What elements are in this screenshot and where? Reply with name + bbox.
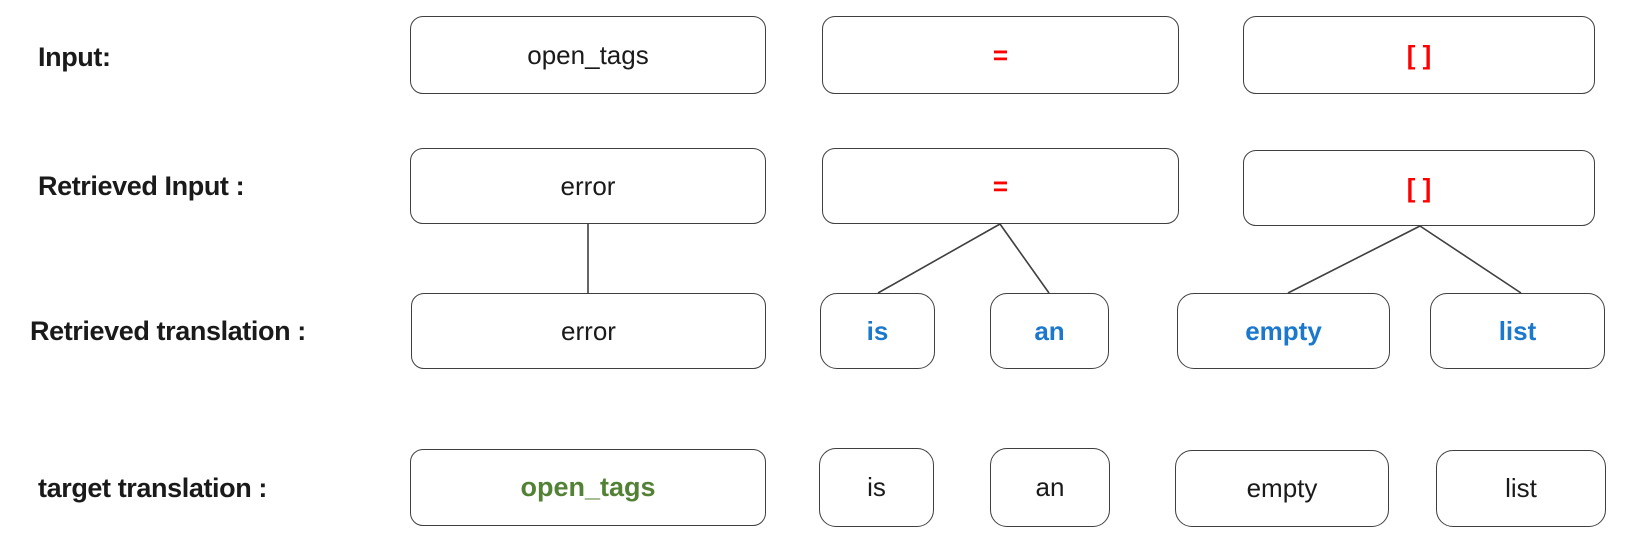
box-input-open-tags: open_tags: [410, 16, 766, 94]
box-retrieved-input-brackets: [ ]: [1243, 150, 1595, 226]
box-target-translation-open-tags: open_tags: [410, 449, 766, 526]
box-input-brackets: [ ]: [1243, 16, 1595, 94]
box-retrieved-input-error: error: [410, 148, 766, 224]
connector-brackets-to-list: [1419, 225, 1522, 294]
connector-eq-to-is: [877, 223, 1001, 294]
connector-eq-to-an: [999, 223, 1050, 294]
box-retrieved-translation-is: is: [820, 293, 935, 369]
box-retrieved-input-equals: =: [822, 148, 1179, 224]
box-retrieved-translation-list: list: [1430, 293, 1605, 369]
row-label-target-translation: target translation :: [38, 473, 268, 503]
row-label-retrieved-input: Retrieved Input :: [38, 171, 245, 201]
box-retrieved-translation-empty: empty: [1177, 293, 1390, 369]
box-target-translation-an: an: [990, 448, 1110, 527]
box-target-translation-list: list: [1436, 450, 1606, 527]
box-input-equals: =: [822, 16, 1179, 94]
row-label-retrieved-translation: Retrieved translation :: [30, 316, 306, 346]
box-target-translation-empty: empty: [1175, 450, 1389, 527]
box-target-translation-is: is: [819, 448, 934, 527]
box-retrieved-translation-an: an: [990, 293, 1109, 369]
connector-brackets-to-empty: [1287, 225, 1421, 294]
box-retrieved-translation-error: error: [411, 293, 766, 369]
row-label-input: Input:: [38, 42, 111, 72]
